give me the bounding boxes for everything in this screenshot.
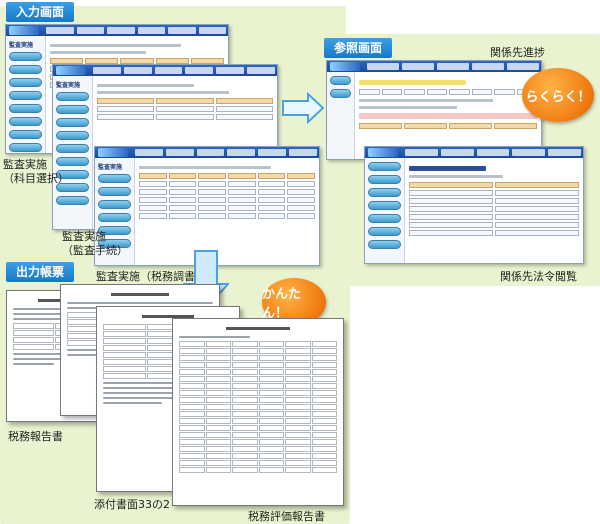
caption-audit-procedure-2: （監査手続） <box>62 244 128 257</box>
sidebar-title: 監査実施 <box>56 82 81 89</box>
sidebar-title: 監査実施 <box>9 42 34 49</box>
doc-tax-evaluation <box>172 318 344 506</box>
sidebar-title: 監査実施 <box>98 164 123 171</box>
badge-easy-raku: らくらく！ <box>522 68 594 122</box>
caption-client-progress: 関係先進捗 <box>490 46 545 59</box>
arrow-right-icon <box>282 92 324 124</box>
window-client-law <box>364 146 584 264</box>
caption-audit-account-2: （科目選択） <box>3 172 69 185</box>
caption-client-law: 関係先法令閲覧 <box>500 270 577 283</box>
window-titlebar <box>6 25 228 36</box>
caption-attachment: 添付書面33の2 <box>94 498 170 511</box>
section-label-reference: 参照画面 <box>324 38 393 58</box>
section-label-output: 出力帳票 <box>6 262 75 282</box>
caption-audit-procedure-1: 監査実施 <box>62 230 106 243</box>
window-tax-document: 監査実施 <box>94 146 320 266</box>
caption-audit-tax: 監査実施（税務調書） <box>96 270 206 283</box>
caption-audit-account-1: 監査実施 <box>3 158 47 171</box>
caption-tax-evaluation: 税務評価報告書 <box>248 510 325 523</box>
window-client-progress <box>326 60 542 160</box>
window-sidebar: 監査実施 <box>6 36 46 153</box>
section-label-input: 入力画面 <box>6 2 75 22</box>
caption-tax-report: 税務報告書 <box>8 430 63 443</box>
